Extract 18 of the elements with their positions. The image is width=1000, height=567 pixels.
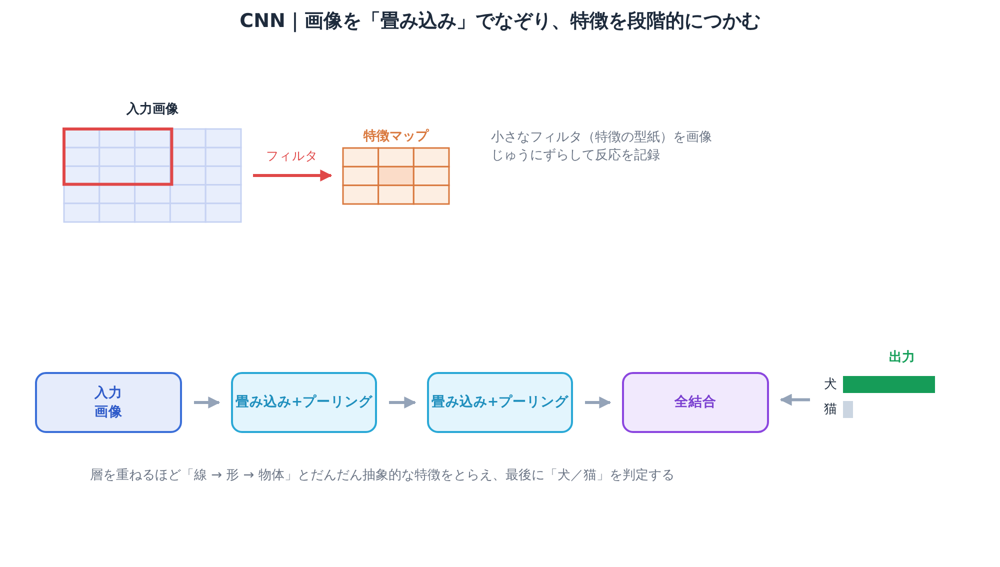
arrow [194,396,220,408]
note-text: 小さなフィルタ（特徴の型紙）を画像じゅうにずらして反応を記録 [491,129,713,165]
process-box: 畳み込み+プーリング [427,372,573,433]
process-box: 入力画像 [35,372,182,433]
grid-heading: 入力画像 [125,100,180,118]
arrow [389,396,416,408]
edge-label: フィルタ [265,148,319,164]
grid-heading: 特徴マップ [362,128,430,145]
process-box: 畳み込み+プーリング [231,372,377,433]
process-box: 全結合 [622,372,769,433]
title: CNN｜画像を「畳み込み」でなぞり、特徴を段階的につかむ [238,9,762,34]
bar-label: 犬 [824,376,837,393]
arrow [253,170,332,182]
caption: 層を重ねるほど「線 → 形 → 物体」とだんだん抽象的な特徴をとらえ、最後に「犬／猫」を判定する [90,467,676,484]
arrow [780,394,810,406]
arrow [585,396,612,408]
bar-label: 猫 [824,401,837,418]
chart-title: 出力 [888,349,916,366]
